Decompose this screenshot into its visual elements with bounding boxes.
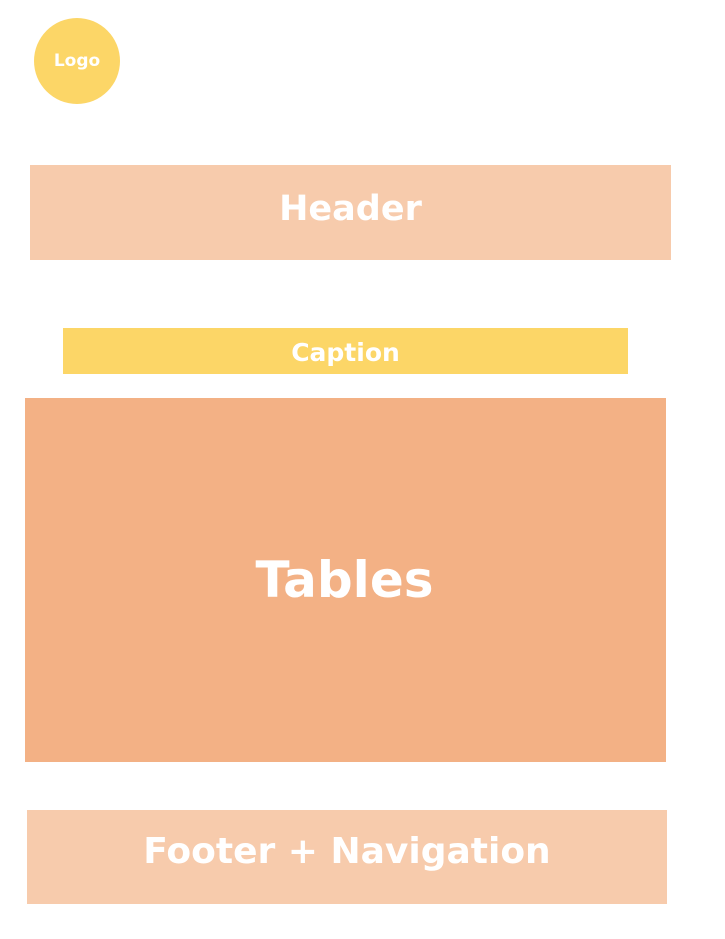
footer-navigation-label: Footer + Navigation (143, 830, 551, 872)
caption-block: Caption (63, 328, 628, 374)
tables-block: Tables (25, 398, 666, 762)
footer-navigation-block: Footer + Navigation (27, 810, 667, 904)
tables-label: Tables (255, 551, 434, 609)
header-block: Header (30, 165, 671, 260)
caption-label: Caption (291, 337, 400, 367)
logo: Logo (34, 18, 120, 104)
logo-label: Logo (53, 51, 101, 71)
header-label: Header (279, 188, 422, 229)
